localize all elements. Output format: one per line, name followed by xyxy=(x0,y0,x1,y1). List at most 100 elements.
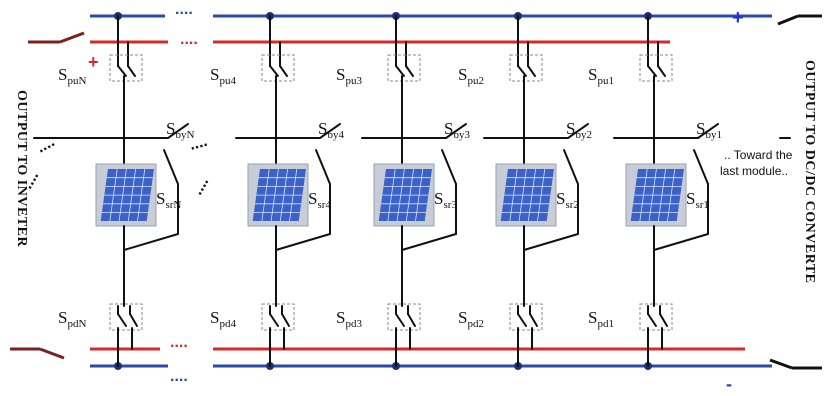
label-output-to-dcdc: OUTPUT TO DC/DC CONVERTE xyxy=(802,60,817,284)
switch-sr-blade xyxy=(441,149,457,185)
label-s-pu: SpuN xyxy=(58,65,86,87)
terminal-right-bottom-blade xyxy=(769,358,793,370)
wire-sr-join xyxy=(123,233,179,251)
plus-sign-module: + xyxy=(88,52,99,72)
switch-pu-box xyxy=(261,54,295,82)
switch-pu-box xyxy=(509,54,543,82)
switch-pu-blade-b xyxy=(657,65,666,77)
ellipsis-series-mid: .... xyxy=(189,174,213,198)
label-s-pu: Spu4 xyxy=(210,65,236,87)
plus-sign-top: + xyxy=(732,7,744,29)
label-s-pu: Spu1 xyxy=(588,65,614,87)
switch-pd-blade-b xyxy=(529,313,538,327)
ellipsis-bypass-left: .... xyxy=(34,133,58,156)
switch-sr-blade xyxy=(693,149,709,185)
switch-sr-blade xyxy=(163,149,179,185)
switch-pu-blade-b xyxy=(527,65,536,77)
switch-pu-blade-b xyxy=(279,65,288,77)
switch-pu-box xyxy=(109,54,143,82)
switch-pd-blade-a xyxy=(647,313,657,327)
label-s-pu: Spu3 xyxy=(336,65,362,87)
switch-pd-blade-b xyxy=(659,313,668,327)
module-1: SpuN SbyN SsrN SpdN xyxy=(33,12,194,370)
label-s-sr: Ssr1 xyxy=(686,189,709,211)
switch-pd-blade-b xyxy=(129,313,138,327)
output-terminals xyxy=(10,14,822,370)
label-s-sr: Ssr4 xyxy=(308,189,331,211)
label-output-to-inverter: OUTPUT TO INVETER xyxy=(14,90,29,247)
pv-cells xyxy=(500,169,554,221)
switch-by-blade xyxy=(319,123,341,139)
label-s-by: Sby4 xyxy=(318,119,344,141)
switch-by-blade xyxy=(697,123,719,139)
note-toward-last-module-1: .. Toward the xyxy=(724,148,793,162)
wire-sr-join xyxy=(401,233,457,251)
label-s-pd: Spd3 xyxy=(336,308,362,330)
ellipsis-bottom-red: .... xyxy=(170,334,188,351)
switch-pu-box xyxy=(387,54,421,82)
label-s-by: Sby3 xyxy=(444,119,470,141)
switch-pu-blade-a xyxy=(269,65,279,77)
terminal-left-bottom-blade xyxy=(39,347,65,360)
label-s-by: Sby1 xyxy=(696,119,722,141)
label-s-pd: Spd4 xyxy=(210,308,236,330)
switch-by-blade xyxy=(445,123,467,139)
switch-pd-box xyxy=(109,303,143,331)
switch-sr-blade xyxy=(563,149,579,185)
switch-pd-box xyxy=(639,303,673,331)
ellipses: .... .... .... .... .... .... .... .... xyxy=(19,1,213,385)
pv-cells xyxy=(378,169,432,221)
switch-pd-box xyxy=(261,303,295,331)
switch-pu-blade-b xyxy=(127,65,136,77)
terminal-right-top-blade xyxy=(777,14,799,26)
wire-sr-join xyxy=(275,233,331,251)
minus-sign-bottom: - xyxy=(726,374,732,391)
switch-sr-blade xyxy=(315,149,331,185)
switch-pu-blade-b xyxy=(405,65,414,77)
switch-pd-blade-a xyxy=(395,313,405,327)
terminal-left-top-blade xyxy=(59,31,85,44)
label-s-by: Sby2 xyxy=(566,119,592,141)
switch-pd-box xyxy=(509,303,543,331)
switch-pu-blade-a xyxy=(395,65,405,77)
label-s-sr: Ssr3 xyxy=(434,189,457,211)
switch-by-blade xyxy=(167,123,189,139)
rails xyxy=(90,14,772,368)
switch-pu-blade-a xyxy=(117,65,127,77)
switch-pu-box xyxy=(639,54,673,82)
label-s-pd: Spd2 xyxy=(458,308,484,330)
switch-pd-blade-a xyxy=(117,313,127,327)
wire-sr-join xyxy=(653,233,709,251)
label-s-pd: Spd1 xyxy=(588,308,614,330)
ellipsis-top-red: .... xyxy=(180,31,198,48)
pv-cells xyxy=(252,169,306,221)
switch-by-blade xyxy=(567,123,589,139)
wire-sr-join xyxy=(523,233,579,251)
label-s-by: SbyN xyxy=(166,119,194,141)
ellipsis-top-blue: .... xyxy=(175,1,193,18)
label-s-sr: Ssr2 xyxy=(556,189,579,211)
pv-cells xyxy=(630,169,684,221)
ellipsis-bottom-blue: .... xyxy=(170,368,188,385)
ellipsis-left-lower: .... xyxy=(19,168,43,192)
switch-pd-blade-b xyxy=(281,313,290,327)
note-toward-last-module-2: last module.. xyxy=(720,164,788,178)
label-s-pd: SpdN xyxy=(58,308,86,330)
switch-pu-blade-a xyxy=(647,65,657,77)
switch-pd-blade-b xyxy=(407,313,416,327)
label-s-sr: SsrN xyxy=(156,189,181,211)
modules: SpuNSbyNSsrNSpdNSpu4Sby4Ssr4Spd4Spu3Sby3… xyxy=(33,12,791,370)
switch-pd-blade-a xyxy=(517,313,527,327)
switch-pu-blade-a xyxy=(517,65,527,77)
switch-pd-box xyxy=(387,303,421,331)
ellipsis-bypass-mid: .... xyxy=(188,133,210,154)
label-s-pu: Spu2 xyxy=(458,65,484,87)
switch-pd-blade-a xyxy=(269,313,279,327)
pv-cells xyxy=(100,169,154,221)
